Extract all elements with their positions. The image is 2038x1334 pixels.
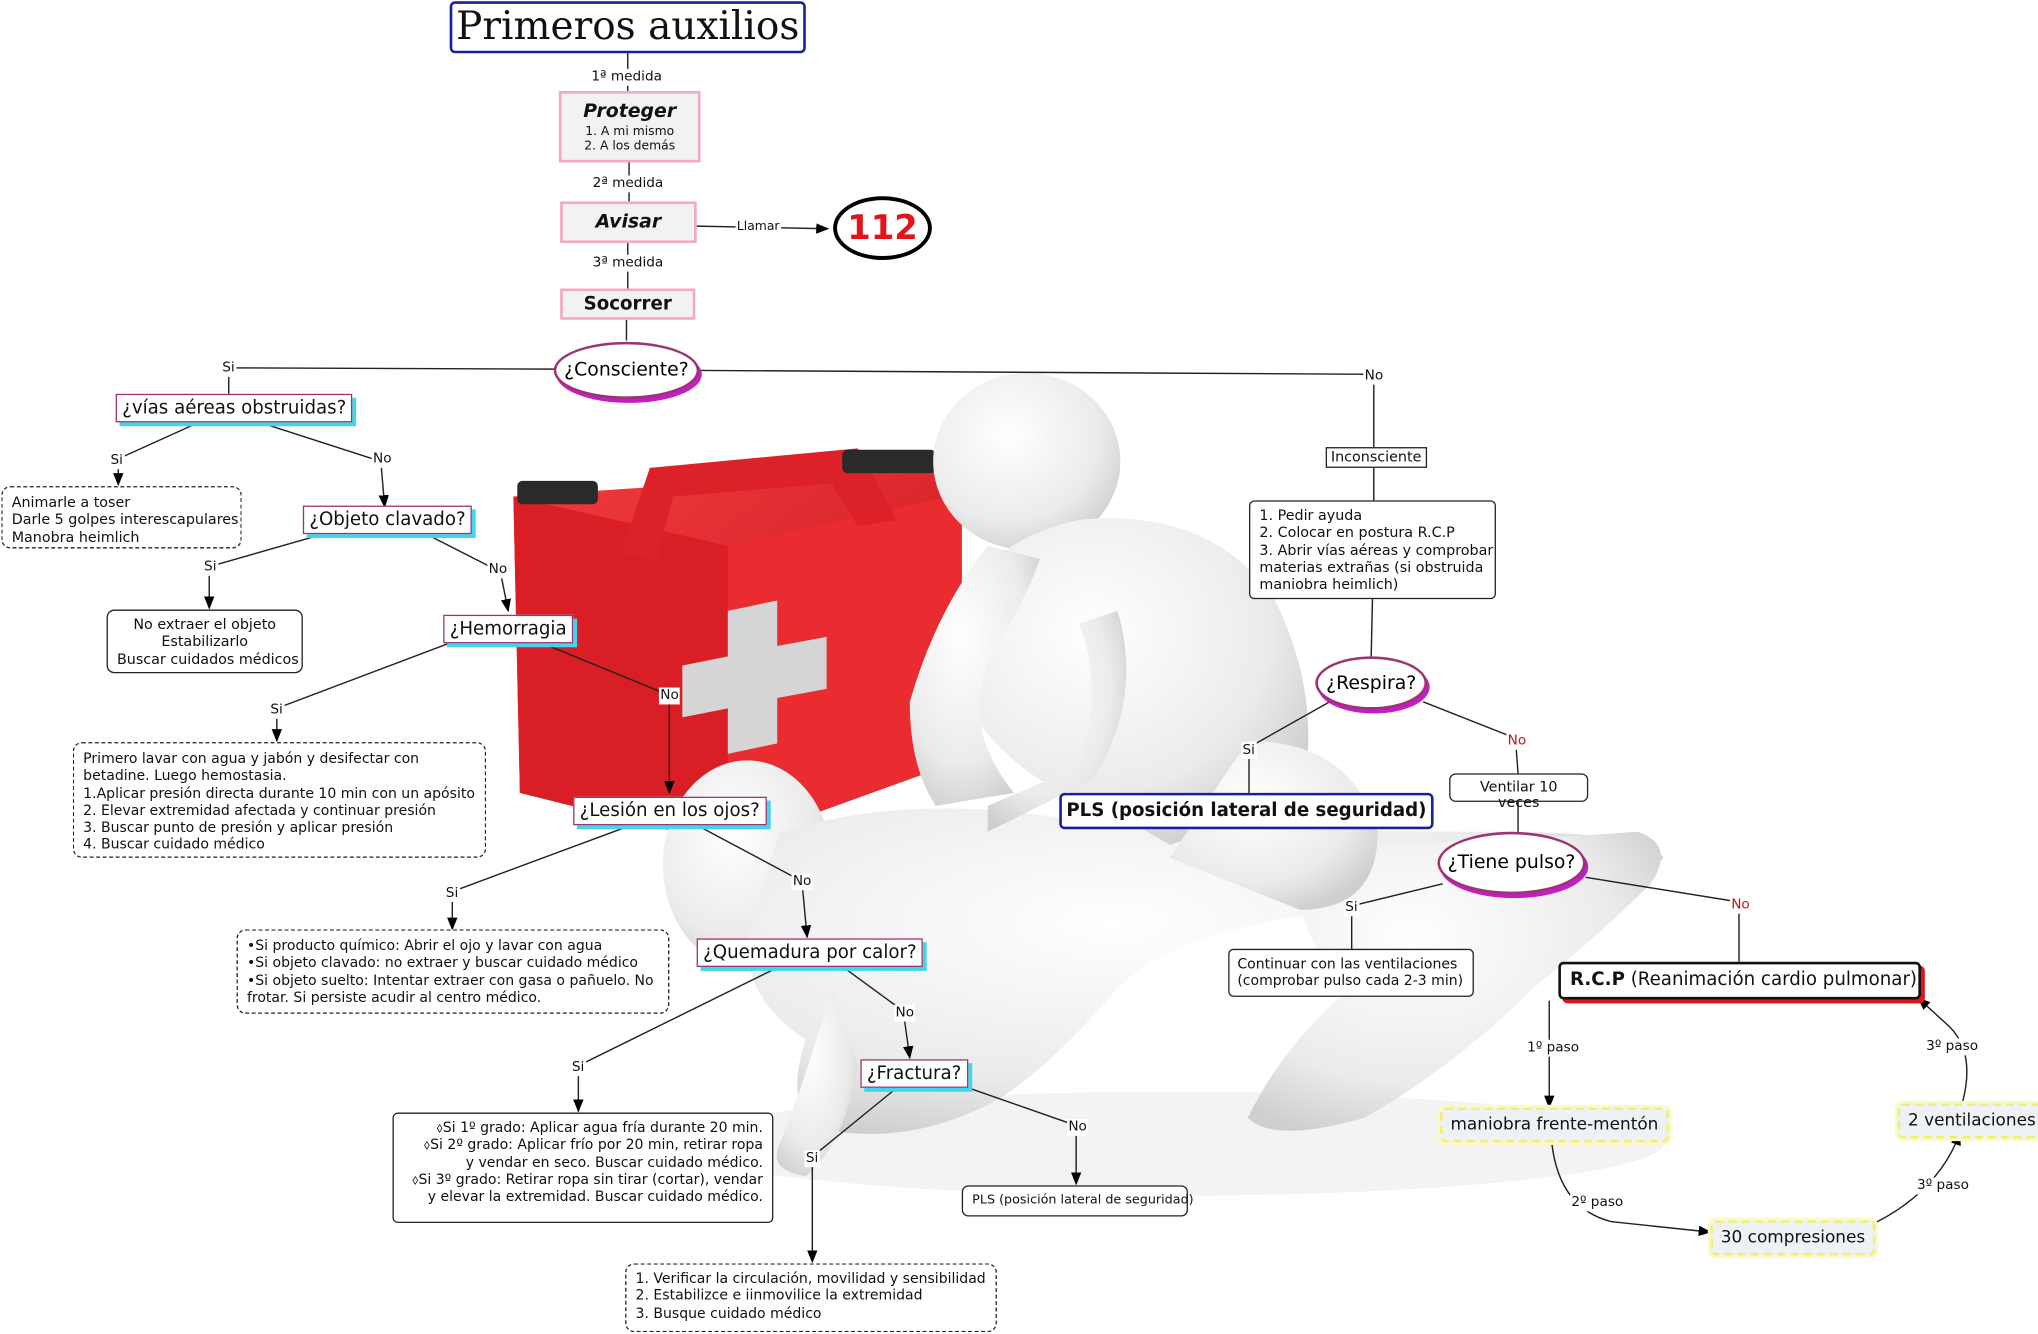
step-3-label: 3ª medida <box>591 254 665 272</box>
pulse-yes-label: Si <box>1343 899 1359 917</box>
object-actions-box: No extraer el objeto Estabilizarlo Busca… <box>106 609 303 674</box>
step-2-label: 2ª medida <box>591 175 665 193</box>
action-line: Buscar cuidados médicos <box>116 650 299 668</box>
fracture-actions-box: 1. Verificar la circulación, movilidad y… <box>625 1263 997 1333</box>
airway-question: ¿vías aéreas obstruidas? <box>115 393 353 423</box>
fracture-yes-label: Si <box>804 1150 820 1168</box>
breathes-no-label: No <box>1506 733 1528 750</box>
compressions-box: 30 compresiones <box>1710 1220 1876 1256</box>
title-box: Primeros auxilios <box>449 1 806 54</box>
action-line: ⬨Si 3º grado: Retirar ropa sin tirar (co… <box>412 1170 763 1188</box>
object-no-label: No <box>487 561 509 579</box>
burn-no-label: No <box>894 1004 916 1022</box>
action-line: 1.Aplicar presión directa durante 10 min… <box>83 784 475 802</box>
action-line: 4. Buscar cuidado médico <box>83 836 265 854</box>
hemorrhage-no-label: No <box>658 687 681 705</box>
action-line: frotar. Si persiste acudir al centro méd… <box>246 988 542 1006</box>
protect-item: 1. A mi mismo <box>585 124 675 140</box>
ventilate-box: Ventilar 10 veces <box>1449 773 1589 810</box>
call-label: Llamar <box>735 218 781 236</box>
warn-box: Avisar <box>560 201 697 244</box>
airway-yes-label: Si <box>109 452 125 470</box>
burn-actions-box: ⬨Si 1º grado: Aplicar agua fría durante … <box>392 1112 774 1224</box>
action-line: betadine. Luego hemostasia. <box>83 767 287 785</box>
unconscious-label: Inconsciente <box>1325 447 1427 468</box>
conscious-yes-label: Si <box>220 360 237 377</box>
action-line: 2. Estabilizce e iinmovilice la extremid… <box>635 1287 923 1304</box>
action-line: ⬨Si 2º grado: Aplicar frío por 20 min, r… <box>423 1136 763 1154</box>
action-line: 1. Pedir ayuda <box>1259 506 1363 524</box>
first-aid-kit-icon <box>513 448 962 845</box>
object-question: ¿Objeto clavado? <box>302 505 473 535</box>
action-line: 3. Buscar punto de presión y aplicar pre… <box>83 819 394 836</box>
pulse-question: ¿Tiene pulso? <box>1437 831 1586 895</box>
rcp-full: (Reanimación cardio pulmonar) <box>1624 969 1918 991</box>
action-line: y vendar en seco. Buscar cuidado médico. <box>465 1153 763 1171</box>
unconscious-actions-box: 1. Pedir ayuda 2. Colocar en postura R.C… <box>1249 500 1496 600</box>
conscious-no-label: No <box>1363 367 1385 385</box>
action-line: 3. Busque cuidado médico <box>635 1304 822 1322</box>
action-line: maniobra heimlich) <box>1259 576 1399 593</box>
conscious-question: ¿Consciente? <box>553 341 700 400</box>
hemorrhage-question: ¿Hemorragia <box>443 614 574 644</box>
rcp-abbr: R.C.P <box>1570 969 1625 991</box>
protect-item: 2. A los demás <box>584 139 676 154</box>
action-line: Animarle a toser <box>11 493 131 511</box>
action-line: 1. Verificar la circulación, movilidad y… <box>635 1269 986 1287</box>
action-line: y elevar la extremidad. Buscar cuidado m… <box>427 1188 763 1206</box>
action-line: •Si objeto suelto: Intentar extraer con … <box>246 971 654 989</box>
head-tilt-chin-lift-box: maniobra frente-mentón <box>1440 1107 1669 1143</box>
burn-yes-label: Si <box>570 1059 586 1077</box>
fracture-no-label: No <box>1067 1119 1089 1136</box>
action-line: •Si objeto clavado: no extraer y buscar … <box>246 954 639 972</box>
emergency-number: 112 <box>833 196 932 260</box>
action-line: •Si producto químico: Abrir el ojo y lav… <box>246 937 603 954</box>
rcp-step-2-label: 2º paso <box>1570 1194 1625 1212</box>
action-line: Primero lavar con agua y jabón y desifec… <box>83 749 420 767</box>
action-line: 3. Abrir vías aéreas y comprobar <box>1259 541 1494 559</box>
breathes-question: ¿Respira? <box>1315 656 1428 710</box>
protect-box: Proteger 1. A mi mismo 2. A los demás <box>558 90 701 163</box>
fracture-question: ¿Fractura? <box>860 1059 968 1088</box>
action-line: materias extrañas (si obstruida <box>1259 558 1484 576</box>
action-line: 2. Colocar en postura R.C.P <box>1259 524 1455 542</box>
eyes-actions-box: •Si producto químico: Abrir el ojo y lav… <box>236 929 670 1014</box>
action-line: No extraer el objeto <box>133 616 277 633</box>
protect-title: Proteger <box>583 101 677 123</box>
pulse-yes-box: Continuar con las ventilaciones (comprob… <box>1228 948 1474 997</box>
rcp-box: R.C.P (Reanimación cardio pulmonar) <box>1558 961 1921 1000</box>
help-box: Socorrer <box>560 288 696 320</box>
action-line: (comprobar pulso cada 2-3 min) <box>1237 972 1464 990</box>
breathes-yes-label: Si <box>1241 742 1257 760</box>
hemorrhage-actions-box: Primero lavar con agua y jabón y desifec… <box>72 742 487 858</box>
airway-no-label: No <box>371 450 393 468</box>
rcp-step-3-label-upper: 3º paso <box>1924 1038 1980 1056</box>
rcp-step-1-label: 1º paso <box>1525 1039 1581 1057</box>
breathes-pls-box: PLS (posición lateral de seguridad) <box>1059 792 1434 830</box>
ventilations-box: 2 ventilaciones <box>1897 1103 2038 1139</box>
burn-question: ¿Quemadura por calor? <box>696 938 924 967</box>
action-line: Manobra heimlich <box>11 528 140 546</box>
hemorrhage-yes-label: Si <box>269 701 285 719</box>
step-1-label: 1ª medida <box>590 68 664 86</box>
eyes-no-label: No <box>791 873 813 891</box>
action-line: Estabilizarlo <box>161 633 249 651</box>
object-yes-label: Si <box>202 558 218 576</box>
eyes-question: ¿Lesión en los ojos? <box>573 796 767 826</box>
action-line: Continuar con las ventilaciones <box>1237 955 1458 973</box>
action-line: Darle 5 golpes interescapulares <box>11 511 239 529</box>
eyes-yes-label: Si <box>444 885 460 902</box>
rcp-step-3-label-lower: 3º paso <box>1915 1177 1971 1195</box>
action-line: 2. Elevar extremidad afectada y continua… <box>83 801 436 819</box>
action-line: ⬨Si 1º grado: Aplicar agua fría durante … <box>436 1119 763 1136</box>
fracture-pls-box: PLS (posición lateral de seguridad) <box>961 1185 1194 1217</box>
pulse-no-label: No <box>1729 896 1752 914</box>
airway-actions-box: Animarle a toser Darle 5 golpes interesc… <box>1 486 242 549</box>
